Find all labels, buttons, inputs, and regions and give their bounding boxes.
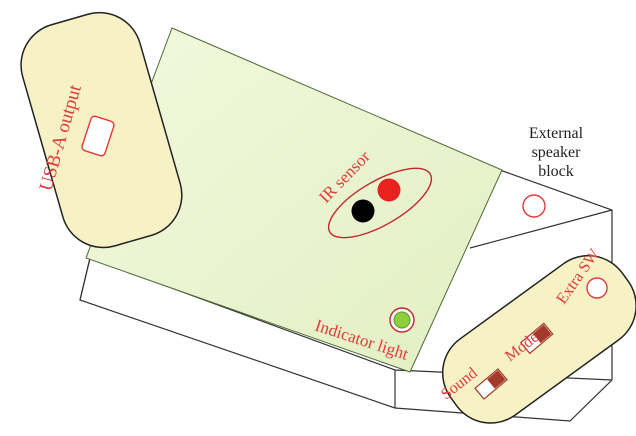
indicator-green-led <box>393 311 411 329</box>
ir-red-led <box>377 178 401 202</box>
usb-port <box>81 115 115 157</box>
sound-switch <box>474 368 508 400</box>
mode-switch <box>519 322 554 355</box>
ir-sensor-outline <box>327 167 433 239</box>
control-pad: Extra SW Mode Sound <box>438 245 636 424</box>
external-speaker-line-1: External <box>529 125 584 142</box>
external-speaker-line-3: block <box>538 163 574 180</box>
ir-black-led <box>351 199 375 223</box>
extra-sw-button <box>586 277 608 299</box>
external-speaker-label: External speaker block <box>529 125 584 180</box>
external-speaker-line-2: speaker <box>532 144 582 161</box>
external-speaker-hole <box>522 194 546 218</box>
usb-pad: USB-A output <box>20 11 183 249</box>
